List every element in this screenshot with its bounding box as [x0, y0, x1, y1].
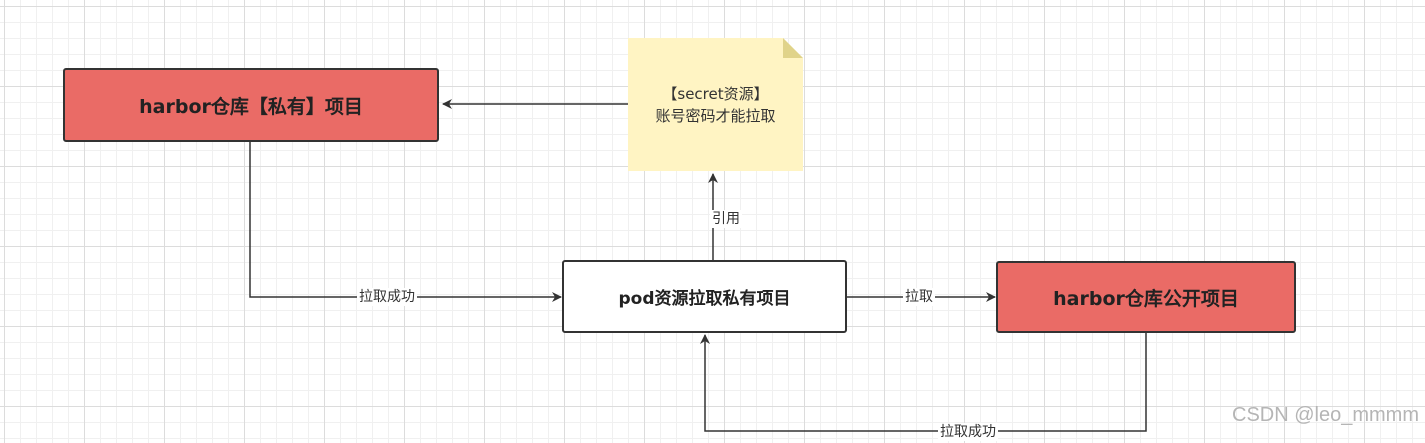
private-repo-node: harbor仓库【私有】项目 — [63, 68, 439, 142]
watermark: CSDN @leo_mmmm — [1232, 404, 1419, 426]
edge-label-pull: 拉取 — [903, 288, 935, 306]
secret-note-desc: 账号密码才能拉取 — [655, 106, 776, 125]
secret-note-title: 【secret资源】 — [662, 84, 769, 103]
edge-label-pull-success-top: 拉取成功 — [357, 288, 417, 306]
private-repo-label: harbor仓库【私有】项目 — [139, 95, 363, 118]
edge-public-to-pod — [700, 333, 1147, 432]
pod-node: pod资源拉取私有项目 — [562, 260, 847, 333]
public-repo-node: harbor仓库公开项目 — [996, 261, 1296, 333]
edge-label-reference: 引用 — [710, 210, 742, 228]
public-repo-label: harbor仓库公开项目 — [1053, 287, 1239, 310]
edge-private-to-pod — [249, 142, 562, 302]
edge-label-pull-success-bottom: 拉取成功 — [938, 423, 998, 441]
pod-label: pod资源拉取私有项目 — [618, 289, 791, 309]
secret-note: 【secret资源】 账号密码才能拉取 — [628, 38, 803, 171]
